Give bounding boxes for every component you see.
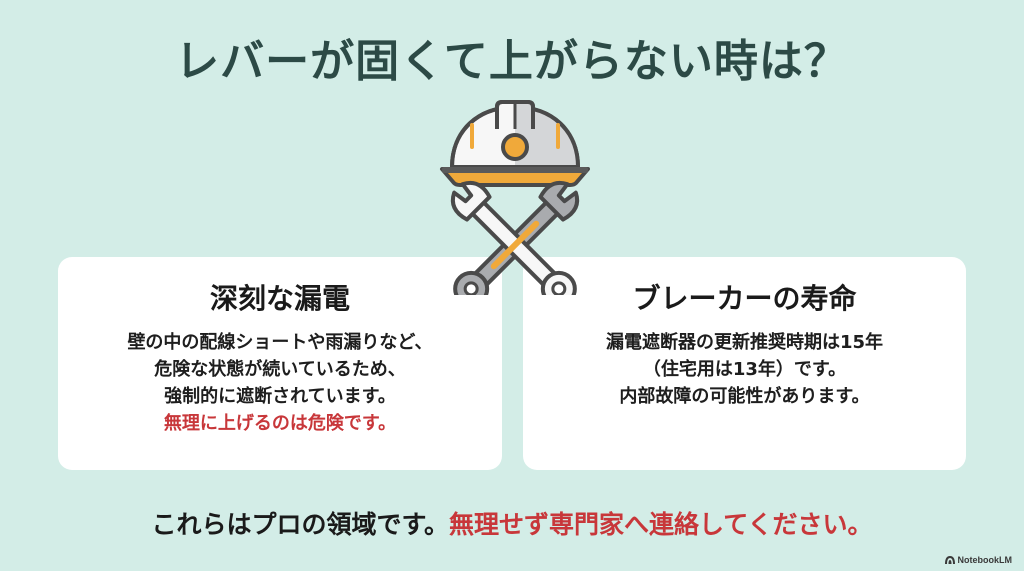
card-body: 壁の中の配線ショートや雨漏りなど、 危険な状態が続いているため、 強制的に遮断さ… (58, 329, 502, 437)
brand-label: NotebookLM (957, 555, 1013, 565)
card-breaker-lifespan: ブレーカーの寿命 漏電遮断器の更新推奨時期は15年 （住宅用は13年）です。 内… (523, 257, 966, 470)
card-line: 強制的に遮断されています。 (164, 386, 396, 407)
page-title: レバーが固くて上がらない時は？ (175, 36, 849, 87)
card-heading: 深刻な漏電 (209, 282, 350, 315)
hard-hat-icon (440, 100, 590, 187)
card-heading: ブレーカーの寿命 (632, 282, 857, 315)
card-line: 漏電遮断器の更新推奨時期は15年 (605, 332, 884, 353)
footer-message: これらはプロの領域です。無理せず専門家へ連絡してください。 (0, 505, 1024, 545)
card-line: 壁の中の配線ショートや雨漏りなど、 (127, 332, 433, 353)
footer-text: これらはプロの領域です。 (151, 510, 449, 539)
footer-warning: 無理せず専門家へ連絡してください。 (449, 510, 873, 539)
card-line: 危険な状態が続いているため、 (154, 359, 406, 380)
card-line: （住宅用は13年）です。 (642, 359, 847, 380)
notebooklm-logo-icon (944, 556, 955, 564)
card-serious-leakage: 深刻な漏電 壁の中の配線ショートや雨漏りなど、 危険な状態が続いているため、 強… (58, 257, 502, 470)
card-warning: 無理に上げるのは危険です。 (163, 413, 397, 434)
card-body: 漏電遮断器の更新推奨時期は15年 （住宅用は13年）です。 内部故障の可能性があ… (523, 329, 966, 410)
crossed-wrenches-icon (450, 180, 580, 307)
brand-watermark: NotebookLM (944, 555, 1013, 565)
hero-illustration (430, 95, 600, 307)
card-line: 内部故障の可能性があります。 (619, 386, 870, 407)
